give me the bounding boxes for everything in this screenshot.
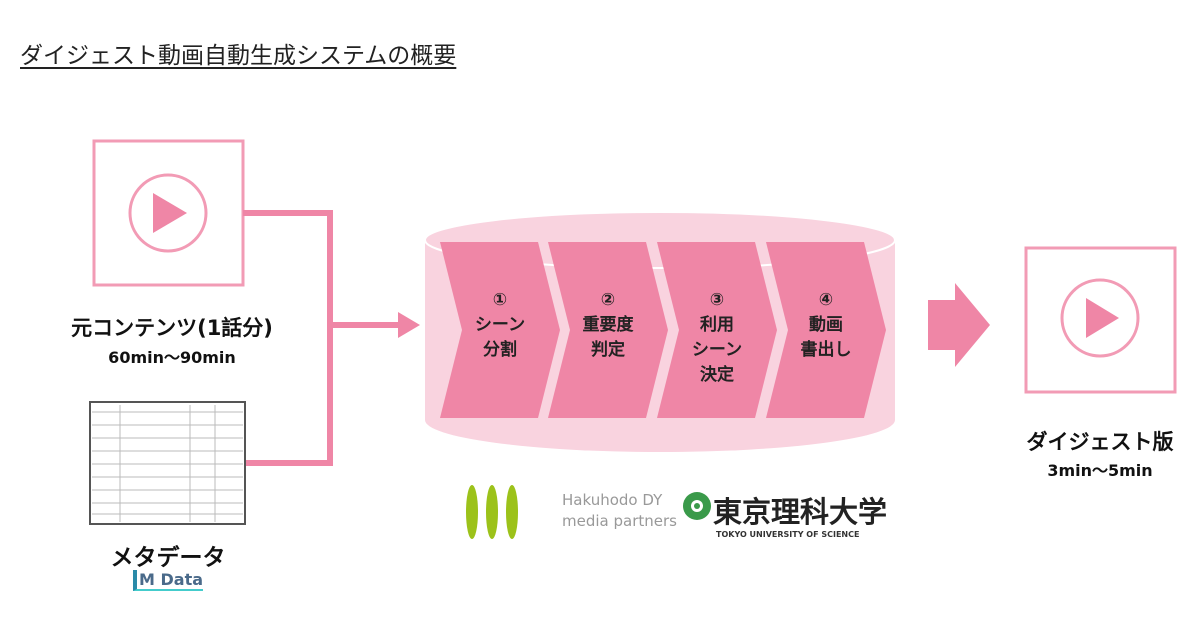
output-arrow-icon — [928, 283, 990, 367]
metadata-label: メタデータ — [110, 545, 226, 571]
source-video-icon — [92, 139, 245, 287]
digest-duration: 3min～5min — [1047, 461, 1153, 480]
page-title: ダイジェスト動画自動生成システムの概要 — [20, 43, 457, 69]
source-label: 元コンテンツ(1話分) — [71, 316, 273, 340]
digest-video-icon — [1024, 246, 1177, 394]
tus-emblem-icon — [683, 492, 711, 520]
input-arrow-icon — [398, 312, 420, 338]
m-data-logo: M Data — [132, 570, 204, 591]
connector-lines — [243, 210, 400, 466]
source-duration: 60min～90min — [108, 348, 236, 367]
metadata-document-icon — [89, 401, 246, 525]
tus-logo-en: TOKYO UNIVERSITY OF SCIENCE — [716, 530, 860, 539]
step-chevrons — [440, 242, 886, 418]
tus-logo-jp: 東京理科大学 — [713, 495, 888, 529]
digest-label: ダイジェスト版 — [1026, 430, 1174, 454]
hakuhodo-logo-icon — [466, 485, 518, 539]
